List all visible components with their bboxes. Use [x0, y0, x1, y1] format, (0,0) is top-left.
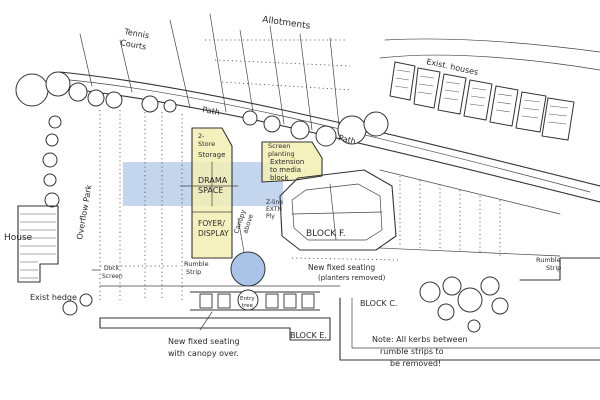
new-seating-right-label-2: (planters removed): [318, 274, 386, 282]
block-c-label: BLOCK C.: [360, 299, 397, 308]
drama-label-2: SPACE: [198, 186, 223, 195]
overflow-park-label: Overflow Park: [75, 184, 94, 241]
path-centre: [69, 79, 591, 193]
parking-edge-right-top: [379, 169, 561, 215]
allotment-lines: [79, 13, 341, 137]
canopy-circle: [230, 251, 266, 287]
storage-label-3: Storage: [198, 151, 225, 159]
extension-label-3: block: [270, 174, 290, 182]
entry-tree-label-1: Entry: [240, 296, 255, 302]
allotments-label: Allotments: [262, 15, 312, 32]
block-f-outline: [279, 169, 397, 251]
zline-label-1: Z-line: [266, 199, 283, 206]
tree-row-top: [15, 71, 389, 147]
extension-zone: [262, 142, 322, 182]
parking-bays: [99, 110, 501, 300]
note-line-2: rumble strips to: [380, 347, 444, 356]
tennis-label-2: Courts: [120, 38, 147, 51]
house-left-hatch: [20, 213, 56, 279]
path-label-right: Path: [338, 133, 357, 146]
block-c-inner: [351, 297, 600, 349]
new-seating-bottom-label-1: New fixed seating: [168, 337, 240, 346]
rumble-strip-left-label-2: Strip: [186, 268, 201, 276]
extension-label-2: to media: [270, 166, 301, 174]
storage-label-2: Store: [198, 140, 215, 148]
seating-leader: [199, 311, 213, 331]
tree-column-left: [42, 115, 93, 316]
entry-tree: [237, 289, 259, 311]
block-f-inner: [291, 183, 383, 241]
extension-outline: [261, 141, 323, 183]
dock-screen-label-2: Screen: [102, 273, 123, 280]
foyer-label-1: FOYER/: [198, 219, 225, 228]
note-line-1: Note: All kerbs between: [372, 335, 468, 344]
path-label-top: Path: [202, 105, 221, 117]
parking-edge-right: [379, 247, 561, 257]
drama-space-outline: [191, 127, 233, 259]
block-f-ridge: [329, 183, 337, 241]
block-e-outline: [99, 317, 331, 341]
house-gardens-edge-2: [384, 38, 600, 53]
drama-label-1: DRAMA: [198, 176, 228, 185]
rumble-strip-left-label-1: Rumble: [184, 260, 209, 268]
block-c-outline: [339, 297, 600, 361]
allotment-dot-rows: [205, 39, 353, 91]
rumble-strip-dots: [100, 257, 401, 267]
canopy-leader: [237, 217, 245, 253]
house-label: House: [4, 233, 33, 243]
new-seating-bottom-label-2: with canopy over.: [168, 349, 239, 358]
tennis-label-1: Tennis: [123, 27, 150, 40]
seating-bottom: [190, 291, 320, 311]
zline-label-2: EXTN: [266, 206, 282, 213]
rumble-strip-right-label-2: Strip: [546, 264, 561, 272]
tree-cluster-right: [419, 276, 509, 333]
entry-tree-label-2: tree: [242, 303, 254, 309]
exist-hedge-label: Exist hedge: [30, 293, 77, 302]
screen-label-1: Screen: [268, 142, 290, 150]
screen-label-2: planting: [268, 150, 295, 158]
dock-screen-label-1: Dock: [104, 265, 120, 272]
block-f-ridge-2: [291, 211, 383, 215]
foyer-label-2: DISPLAY: [198, 229, 229, 238]
existing-houses: [389, 61, 575, 141]
zline-label-3: Ply: [266, 213, 275, 220]
new-seating-right-label-1: New fixed seating: [308, 263, 375, 272]
existing-houses-hatch: [394, 69, 569, 125]
note-line-3: be removed!: [390, 359, 441, 368]
right-kerb: [519, 257, 600, 281]
house-gardens-edge: [379, 54, 600, 71]
block-e-label: BLOCK E.: [290, 331, 327, 340]
house-left: [17, 205, 59, 283]
rumble-strip-right-label-1: Rumble: [536, 256, 561, 264]
storage-label-1: 2-: [198, 132, 205, 140]
block-f-label: BLOCK F.: [306, 229, 346, 239]
extension-label-1: Extension: [270, 158, 304, 166]
path-edge-upper: [59, 71, 600, 187]
